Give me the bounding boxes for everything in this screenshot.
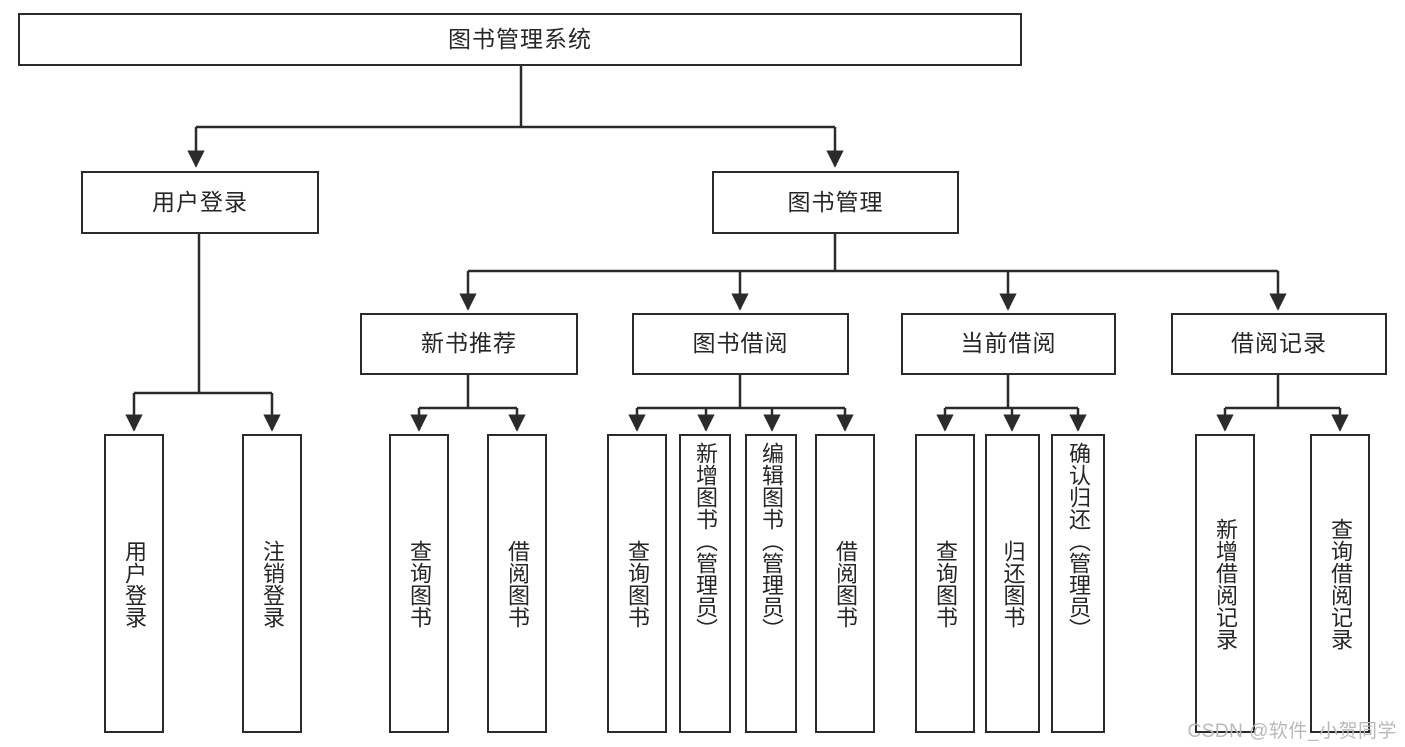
leaf-book-borrow-borrow-book[interactable]: 借阅图书 — [815, 434, 875, 733]
leaf-user-login-login[interactable]: 用户登录 — [104, 434, 164, 733]
node-borrow-record-label: 借阅记录 — [1231, 330, 1327, 357]
node-new-book-recommend[interactable]: 新书推荐 — [360, 313, 578, 375]
leaf-book-borrow-borrow-book-label: 借阅图书 — [832, 539, 858, 628]
leaf-current-borrow-confirm-return[interactable]: 确认归还（管理员） — [1051, 434, 1105, 733]
node-user-login[interactable]: 用户登录 — [81, 171, 319, 234]
leaf-current-borrow-return-book-label: 归还图书 — [1000, 539, 1026, 628]
node-new-book-recommend-label: 新书推荐 — [421, 330, 517, 357]
leaf-current-borrow-query-book-label: 查询图书 — [932, 539, 958, 628]
node-user-login-label: 用户登录 — [152, 188, 248, 215]
edges-book-manage — [459, 234, 1287, 311]
leaf-current-borrow-confirm-return-label: 确认归还（管理员） — [1065, 442, 1091, 640]
edges-current-borrow — [936, 375, 1087, 432]
leaf-borrow-record-query-record[interactable]: 查询借阅记录 — [1310, 434, 1370, 733]
edges-new-book-rec — [410, 375, 526, 432]
node-book-management-label: 图书管理 — [787, 188, 884, 215]
leaf-book-borrow-query-book-label: 查询图书 — [624, 539, 650, 628]
leaf-current-borrow-query-book[interactable]: 查询图书 — [915, 434, 975, 733]
edges-root — [187, 66, 844, 168]
leaf-current-borrow-return-book[interactable]: 归还图书 — [985, 434, 1040, 733]
node-current-borrow[interactable]: 当前借阅 — [901, 313, 1116, 375]
node-current-borrow-label: 当前借阅 — [960, 330, 1057, 357]
node-borrow-record[interactable]: 借阅记录 — [1171, 313, 1387, 375]
leaf-book-borrow-query-book[interactable]: 查询图书 — [607, 434, 667, 733]
leaf-user-login-logout-label: 注销登录 — [259, 539, 285, 628]
edges-book-borrow — [628, 375, 854, 432]
leaf-borrow-record-query-record-label: 查询借阅记录 — [1327, 517, 1353, 650]
node-book-borrow-label: 图书借阅 — [692, 330, 789, 357]
leaf-new-book-borrow-book[interactable]: 借阅图书 — [487, 434, 547, 733]
leaf-book-borrow-add-book-label: 新增图书（管理员） — [692, 442, 718, 640]
leaf-new-book-query-book[interactable]: 查询图书 — [389, 434, 449, 733]
leaf-user-login-logout[interactable]: 注销登录 — [242, 434, 302, 733]
leaf-new-book-query-book-label: 查询图书 — [406, 539, 432, 628]
leaf-borrow-record-add-record-label: 新增借阅记录 — [1212, 517, 1238, 650]
csdn-watermark: CSDN @软件_小贺同学 — [1187, 721, 1397, 742]
leaf-new-book-borrow-book-label: 借阅图书 — [504, 539, 530, 628]
leaf-book-borrow-add-book[interactable]: 新增图书（管理员） — [679, 434, 731, 733]
node-root-system[interactable]: 图书管理系统 — [18, 13, 1022, 66]
node-root-system-label: 图书管理系统 — [448, 25, 592, 52]
edges-user-login — [125, 234, 281, 432]
node-book-borrow[interactable]: 图书借阅 — [632, 313, 849, 375]
leaf-user-login-login-label: 用户登录 — [121, 539, 147, 628]
edges-borrow-record — [1216, 375, 1349, 432]
leaf-book-borrow-edit-book[interactable]: 编辑图书（管理员） — [745, 434, 797, 733]
leaf-borrow-record-add-record[interactable]: 新增借阅记录 — [1195, 434, 1255, 733]
node-book-management[interactable]: 图书管理 — [712, 171, 959, 234]
leaf-book-borrow-edit-book-label: 编辑图书（管理员） — [758, 442, 784, 640]
